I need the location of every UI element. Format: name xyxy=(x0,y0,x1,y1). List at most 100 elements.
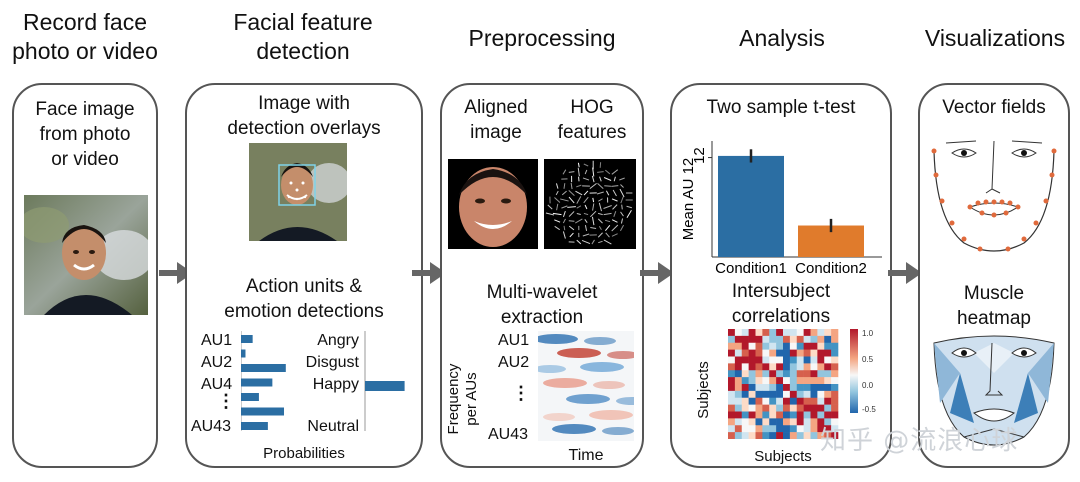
corr-cell xyxy=(789,363,798,371)
hog-cell xyxy=(561,205,568,209)
corr-cell xyxy=(741,356,749,364)
corr-cell xyxy=(734,390,743,399)
corr-xlabel: Subjects xyxy=(754,448,812,465)
wavelet-label-au2: AU2 xyxy=(498,354,530,371)
wavelet-caption: Multi-wavelet extraction xyxy=(442,280,642,330)
corr-cell xyxy=(728,370,736,378)
corr-cell xyxy=(817,342,825,350)
title-analysis: Analysis xyxy=(672,24,892,53)
corr-cell xyxy=(776,329,784,337)
title-preprocessing-line1: Preprocessing xyxy=(468,25,616,51)
hog-cell xyxy=(562,231,566,239)
hog-cell xyxy=(592,197,595,203)
ttest-category-label: Condition1 xyxy=(715,260,787,273)
hog-cell xyxy=(582,233,590,237)
hog-cell xyxy=(545,212,555,216)
corr-cell xyxy=(810,411,818,419)
corr-cell xyxy=(762,356,770,364)
hog-cell xyxy=(590,210,597,218)
corr-cell xyxy=(755,418,763,426)
wavelet-blob xyxy=(566,394,610,404)
corr-cell xyxy=(755,384,763,392)
corr-cell xyxy=(817,404,825,412)
corr-cell xyxy=(769,370,777,378)
hog-cell xyxy=(612,204,618,210)
corr-cell xyxy=(810,363,818,371)
corr-cell xyxy=(748,342,756,350)
corr-cell xyxy=(748,335,756,344)
hog-cell xyxy=(620,211,624,217)
corr-cell xyxy=(831,404,839,412)
corr-cell xyxy=(789,329,798,337)
hog-cell xyxy=(604,185,611,187)
ttest-bar xyxy=(718,155,784,257)
corr-cell xyxy=(783,418,791,426)
colorbar-tick-label: 0.5 xyxy=(862,355,874,364)
corr-cell xyxy=(810,390,818,399)
corr-cell xyxy=(796,370,804,378)
corr-cell xyxy=(831,370,839,378)
corr-cell xyxy=(831,390,839,399)
hog-cell xyxy=(576,196,582,204)
corr-cell xyxy=(817,349,825,357)
hog-cell xyxy=(592,203,595,211)
corr-cell xyxy=(769,363,777,371)
corr-cell xyxy=(831,349,839,357)
corr-cell xyxy=(803,349,811,357)
wavelet-blob xyxy=(593,381,625,389)
hog-cell xyxy=(568,196,575,204)
corr-cell xyxy=(734,397,743,405)
corr-cell xyxy=(783,384,791,392)
hog-cell xyxy=(611,219,618,223)
corr-cell xyxy=(734,349,743,357)
hog-cell xyxy=(589,182,597,190)
corr-cell xyxy=(741,349,749,357)
corr-cell xyxy=(741,363,749,371)
corr-cell xyxy=(789,335,798,344)
corr-cell xyxy=(776,411,784,419)
hog-cell xyxy=(562,210,566,218)
corr-cell xyxy=(769,377,777,385)
panel-record-caption: Face image from photo or video xyxy=(14,97,156,172)
corr-cell xyxy=(796,425,804,433)
corr-cell xyxy=(817,418,825,426)
aligned-face-image xyxy=(448,159,538,249)
hog-cell xyxy=(562,169,567,175)
hog-cell xyxy=(626,209,632,219)
hog-cell xyxy=(584,204,588,210)
au-ellipsis: ⋮ xyxy=(217,391,235,411)
au-bar xyxy=(241,349,246,358)
caption-line1: Face image xyxy=(35,99,135,120)
corr-cell xyxy=(831,411,839,419)
corr-cell xyxy=(824,384,832,392)
corr-cell xyxy=(776,349,784,357)
corr-cell xyxy=(783,335,791,344)
muscle-caption-line1: Muscle xyxy=(963,283,1025,304)
emotion-label-neutral: Neutral xyxy=(307,418,359,435)
au-bar xyxy=(241,422,268,430)
hog-cell xyxy=(591,175,595,183)
corr-cell xyxy=(789,397,798,405)
corr-cell xyxy=(755,390,763,399)
corr-cell xyxy=(789,411,798,419)
hog-cell xyxy=(581,239,591,245)
corr-cell xyxy=(755,370,763,378)
corr-cell xyxy=(783,349,791,357)
arrow-right-icon xyxy=(640,262,674,284)
hog-cell xyxy=(603,239,612,245)
corr-cell xyxy=(796,335,804,344)
corr-cell xyxy=(803,432,811,439)
corr-cell xyxy=(776,390,784,399)
corr-cell xyxy=(762,411,770,419)
corr-cell xyxy=(762,329,770,337)
hog-cell xyxy=(604,225,611,231)
wavelet-blob xyxy=(584,337,616,345)
corr-cell xyxy=(783,363,791,371)
corr-cell xyxy=(831,397,839,405)
corr-cell xyxy=(796,390,804,399)
hog-cell xyxy=(555,190,559,196)
corr-cell xyxy=(762,418,770,426)
hog-cell xyxy=(611,169,619,175)
corr-cell xyxy=(769,342,777,350)
title-visualizations: Visualizations xyxy=(910,24,1080,53)
